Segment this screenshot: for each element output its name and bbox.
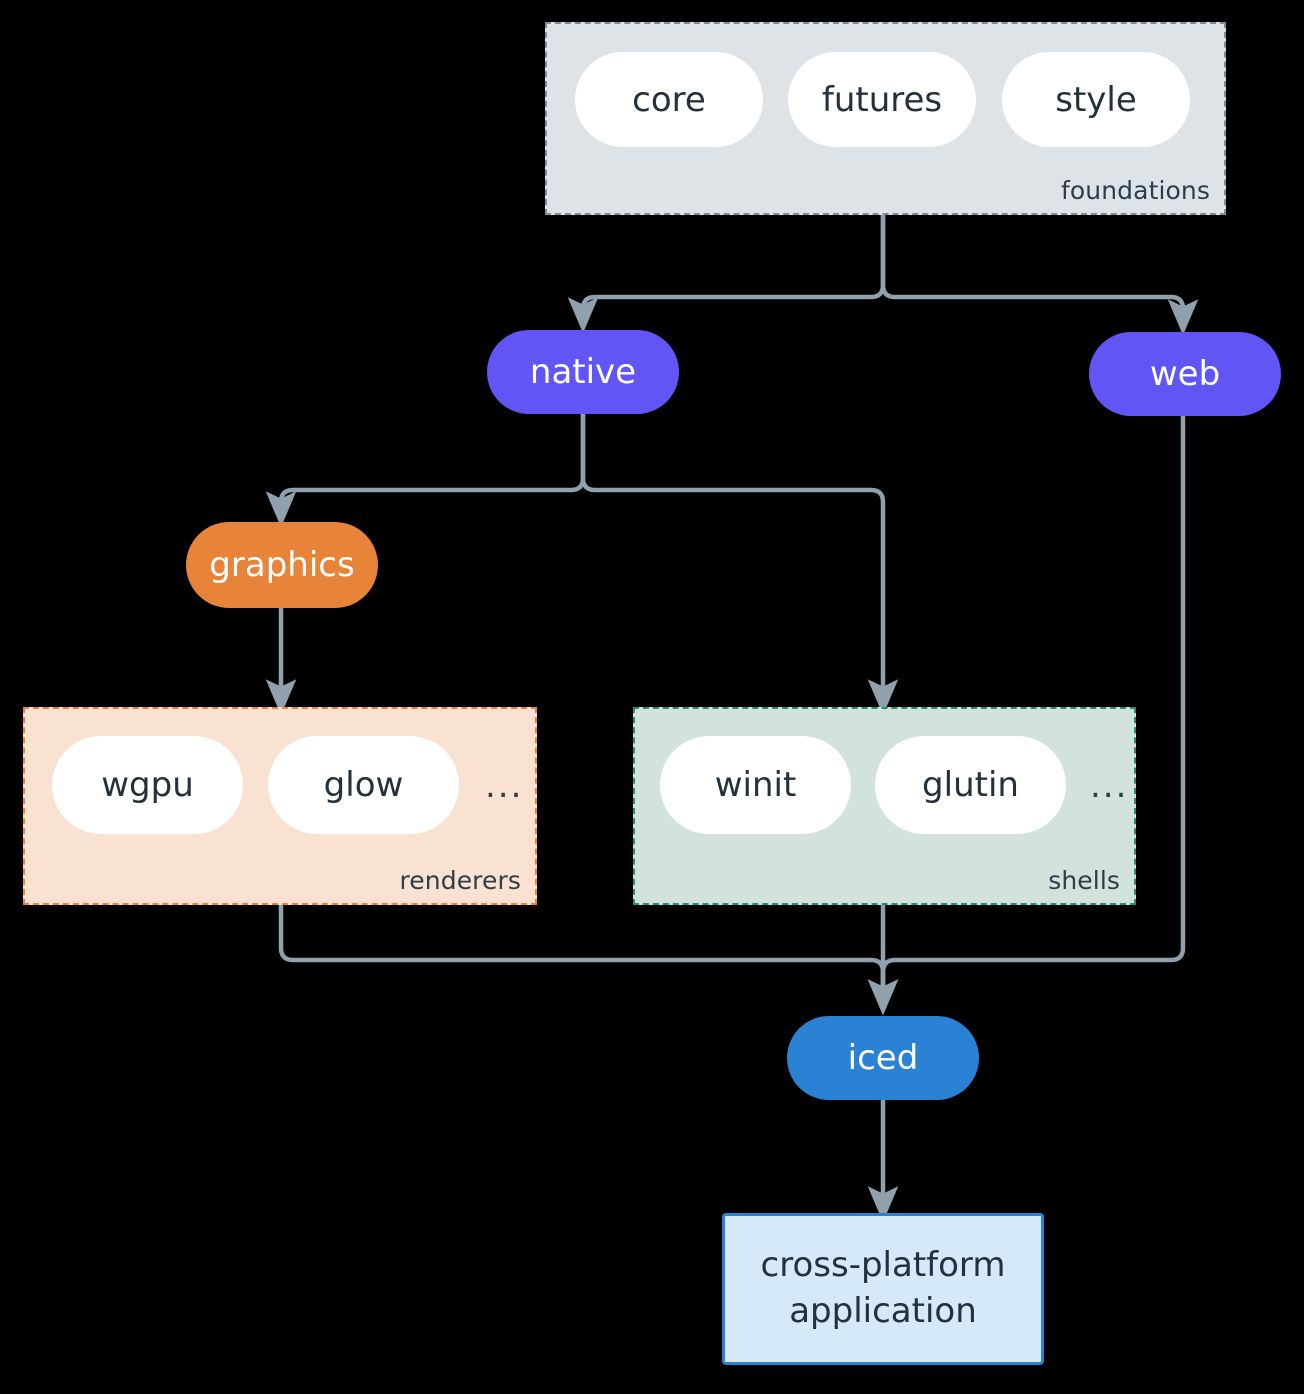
chip-winit[interactable]: winit	[660, 736, 851, 834]
chip-label: futures	[821, 79, 943, 120]
edge-foundations-web	[880, 215, 1199, 336]
edge-renderers-iced	[278, 905, 899, 1016]
edge-foundations-native	[567, 215, 886, 334]
group-label-shells: shells	[1048, 866, 1120, 895]
group-foundations: core futures style foundations	[545, 22, 1226, 215]
chip-label: glutin	[922, 765, 1019, 805]
node-native[interactable]: native	[487, 330, 679, 414]
edge-native-shells	[580, 412, 899, 716]
node-graphics[interactable]: graphics	[186, 522, 378, 608]
node-label: iced	[847, 1038, 919, 1078]
group-label-foundations: foundations	[1061, 176, 1210, 205]
ellipsis-text: ...	[485, 766, 524, 806]
node-label: web	[1149, 354, 1221, 394]
chip-wgpu[interactable]: wgpu	[52, 736, 243, 834]
node-application[interactable]: cross-platform application	[722, 1213, 1044, 1365]
shells-ellipsis: ...	[1090, 769, 1128, 803]
chip-label: core	[632, 79, 706, 120]
node-label: graphics	[209, 545, 355, 585]
group-shells: winit glutin ... shells	[633, 707, 1136, 905]
node-label: native	[529, 352, 637, 392]
chip-label: wgpu	[101, 765, 194, 805]
chip-glow[interactable]: glow	[268, 736, 459, 834]
chip-glutin[interactable]: glutin	[875, 736, 1066, 834]
application-line-1: cross-platform	[760, 1245, 1006, 1286]
group-renderers: wgpu glow ... renderers	[23, 707, 537, 905]
group-label-renderers: renderers	[399, 866, 521, 895]
chip-label: style	[1055, 79, 1137, 120]
chip-label: winit	[714, 765, 797, 805]
application-line-2: application	[789, 1291, 977, 1331]
chip-style[interactable]: style	[1002, 52, 1190, 147]
node-iced[interactable]: iced	[787, 1016, 979, 1100]
chip-core[interactable]: core	[575, 52, 763, 147]
chip-futures[interactable]: futures	[788, 52, 976, 147]
chip-label: glow	[323, 765, 404, 805]
node-web[interactable]: web	[1089, 332, 1281, 416]
edge-native-graphics	[265, 412, 586, 528]
renderers-ellipsis: ...	[485, 769, 523, 803]
ellipsis-text: ...	[1090, 766, 1129, 806]
